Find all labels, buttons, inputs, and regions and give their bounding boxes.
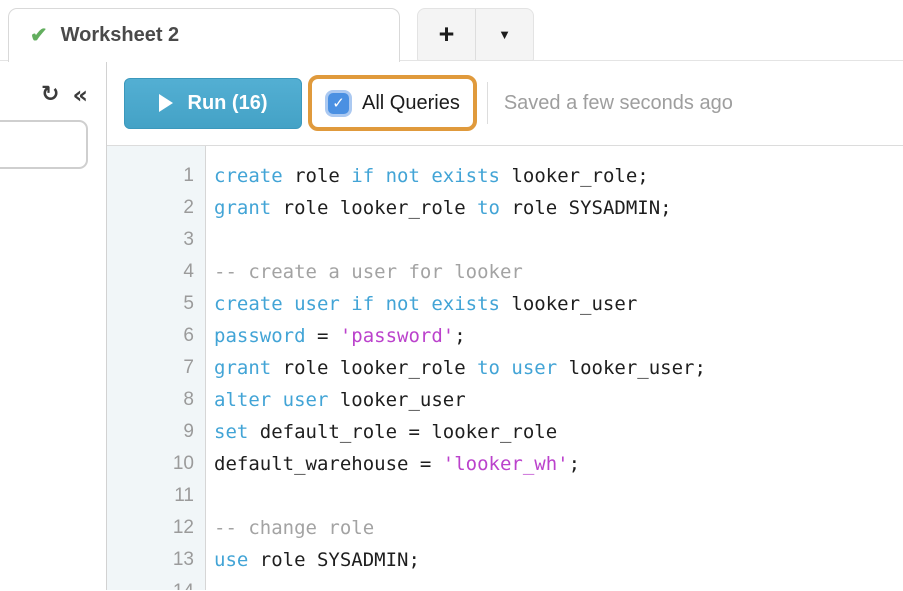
play-icon	[158, 94, 173, 112]
code-line[interactable]: -- create a user for looker	[214, 261, 523, 283]
success-check-icon: ✔	[30, 24, 48, 47]
run-button-label: Run (16)	[187, 91, 268, 114]
line-number: 8	[183, 389, 194, 410]
saved-status-text: Saved a few seconds ago	[503, 91, 733, 114]
code-line[interactable]: create user if not exists looker_user	[214, 293, 638, 315]
code-line[interactable]: set default_role = looker_role	[214, 421, 558, 443]
toolbar-divider	[486, 82, 488, 124]
object-browser-sidebar: ↻ «	[0, 61, 107, 590]
all-queries-label[interactable]: All Queries	[362, 91, 460, 114]
all-queries-checkbox-group[interactable]: ✓ All Queries	[308, 75, 477, 131]
code-line[interactable]: alter user looker_user	[214, 389, 466, 411]
line-number: 3	[183, 229, 194, 250]
line-number: 7	[183, 357, 194, 378]
line-number: 1	[183, 165, 194, 186]
code-line[interactable]: default_warehouse = 'looker_wh';	[214, 453, 581, 475]
worksheet-toolbar: Run (16) ✓ All Queries Saved a few secon…	[107, 61, 903, 145]
code-line[interactable]: grant role looker_role to role SYSADMIN;	[214, 197, 672, 219]
code-line[interactable]: -- change role	[214, 517, 375, 539]
worksheet-main: Run (16) ✓ All Queries Saved a few secon…	[107, 61, 903, 590]
tab-bar: ✔ Worksheet 2 + ▼	[0, 0, 903, 62]
run-button[interactable]: Run (16)	[124, 77, 302, 129]
line-number: 13	[172, 549, 194, 570]
tab-worksheet-2[interactable]: ✔ Worksheet 2	[8, 8, 400, 62]
code-line[interactable]: create role if not exists looker_role;	[214, 165, 649, 187]
tab-title: Worksheet 2	[60, 24, 180, 46]
line-number: 14	[107, 576, 205, 590]
new-worksheet-button[interactable]: +	[438, 19, 455, 49]
line-number: 4	[183, 261, 194, 282]
all-queries-checkbox[interactable]: ✓	[328, 92, 349, 114]
line-number: 10	[172, 453, 194, 474]
sidebar-panel-fragment[interactable]	[0, 120, 88, 169]
line-number-gutter: 1234567891011121314	[107, 146, 206, 590]
sidebar-toolbar: ↻ «	[0, 61, 106, 107]
code-line[interactable]	[214, 480, 903, 512]
code-line[interactable]	[214, 576, 903, 590]
line-number: 6	[183, 325, 194, 346]
collapse-sidebar-icon[interactable]: «	[72, 81, 87, 109]
code-line[interactable]: password = 'password';	[214, 325, 466, 347]
code-line[interactable]: grant role looker_role to user looker_us…	[214, 357, 706, 379]
content-area: ↻ « Run (16) ✓ All Queries Saved a few s…	[0, 61, 903, 590]
refresh-icon[interactable]: ↻	[41, 82, 60, 107]
line-number: 9	[183, 421, 194, 442]
new-tab-group: + ▼	[417, 8, 534, 61]
sql-editor: 1234567891011121314 create role if not e…	[107, 145, 903, 590]
worksheet-menu-dropdown-icon[interactable]: ▼	[475, 9, 533, 60]
line-number: 5	[183, 293, 194, 314]
code-line[interactable]	[214, 224, 903, 256]
line-number: 2	[183, 197, 194, 218]
line-number: 11	[174, 485, 194, 506]
code-line[interactable]: use role SYSADMIN;	[214, 549, 420, 571]
code-area[interactable]: create role if not exists looker_role;gr…	[206, 146, 903, 590]
line-number: 12	[172, 517, 194, 538]
